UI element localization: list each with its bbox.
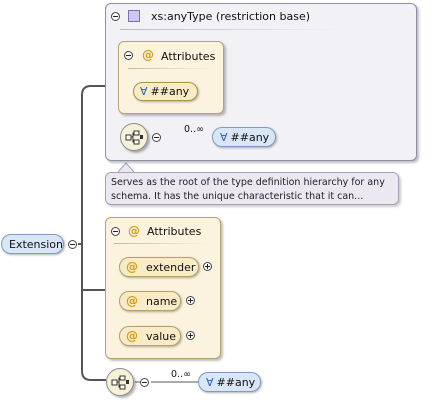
collapse-sequence-icon[interactable] — [140, 378, 149, 387]
wildcard-icon: ∀ — [206, 375, 214, 389]
attribute-icon: @ — [126, 260, 138, 274]
complex-type-icon — [128, 10, 140, 22]
attribute-label: extender — [146, 260, 196, 274]
sequence-any-label: ##any — [216, 375, 256, 389]
collapse-extension-icon[interactable] — [68, 240, 77, 249]
collapse-base-icon[interactable] — [111, 12, 120, 21]
base-occurrence: 0..∞ — [184, 124, 204, 135]
attribute-value[interactable]: @ value — [119, 326, 181, 346]
base-type-title: xs:anyType (restriction base) — [151, 10, 311, 23]
attribute-group-icon: @ — [142, 48, 154, 62]
doc-pointer — [117, 162, 135, 173]
any-attribute-pill[interactable]: ∀ ##any — [133, 82, 198, 101]
extension-label: Extension — [9, 237, 64, 251]
base-attributes-title: Attributes — [161, 50, 216, 63]
any-element-pill[interactable]: ∀ ##any — [212, 127, 276, 147]
attribute-extender[interactable]: @ extender — [119, 257, 199, 277]
wildcard-icon: ∀ — [220, 130, 228, 144]
extension-element-pill[interactable]: Extension — [1, 234, 64, 254]
sequence-occurrence: 0..∞ — [171, 369, 191, 380]
collapse-base-sequence-icon[interactable] — [152, 133, 161, 142]
sequence-compositor-icon[interactable] — [106, 368, 134, 396]
attribute-icon: @ — [126, 294, 138, 308]
attribute-label: value — [146, 329, 177, 343]
base-title-underline — [120, 29, 340, 30]
sequence-glyph-icon — [111, 375, 129, 390]
attributes-underline — [114, 243, 209, 244]
documentation-box: Serves as the root of the type definitio… — [105, 172, 399, 205]
documentation-line-2: schema. It has the unique characteristic… — [111, 191, 364, 202]
expand-extender-icon[interactable] — [203, 262, 212, 271]
attributes-title: Attributes — [147, 225, 202, 238]
collapse-base-attributes-icon[interactable] — [124, 51, 133, 60]
sequence-compositor-icon[interactable] — [120, 123, 148, 151]
attribute-icon: @ — [126, 329, 138, 343]
wildcard-icon: ∀ — [140, 85, 148, 98]
base-attributes-underline — [128, 68, 213, 69]
any-element-label: ##any — [230, 130, 270, 144]
expand-value-icon[interactable] — [186, 331, 195, 340]
collapse-attributes-icon[interactable] — [111, 227, 120, 236]
any-attribute-label: ##any — [150, 85, 190, 98]
documentation-line-1: Serves as the root of the type definitio… — [111, 177, 385, 188]
base-attributes-box — [118, 41, 224, 114]
attribute-label: name — [146, 294, 178, 308]
attribute-name[interactable]: @ name — [119, 291, 181, 311]
expand-name-icon[interactable] — [186, 296, 195, 305]
sequence-any-element-pill[interactable]: ∀ ##any — [198, 372, 261, 392]
sequence-glyph-icon — [125, 130, 143, 145]
attribute-group-icon: @ — [128, 224, 140, 238]
